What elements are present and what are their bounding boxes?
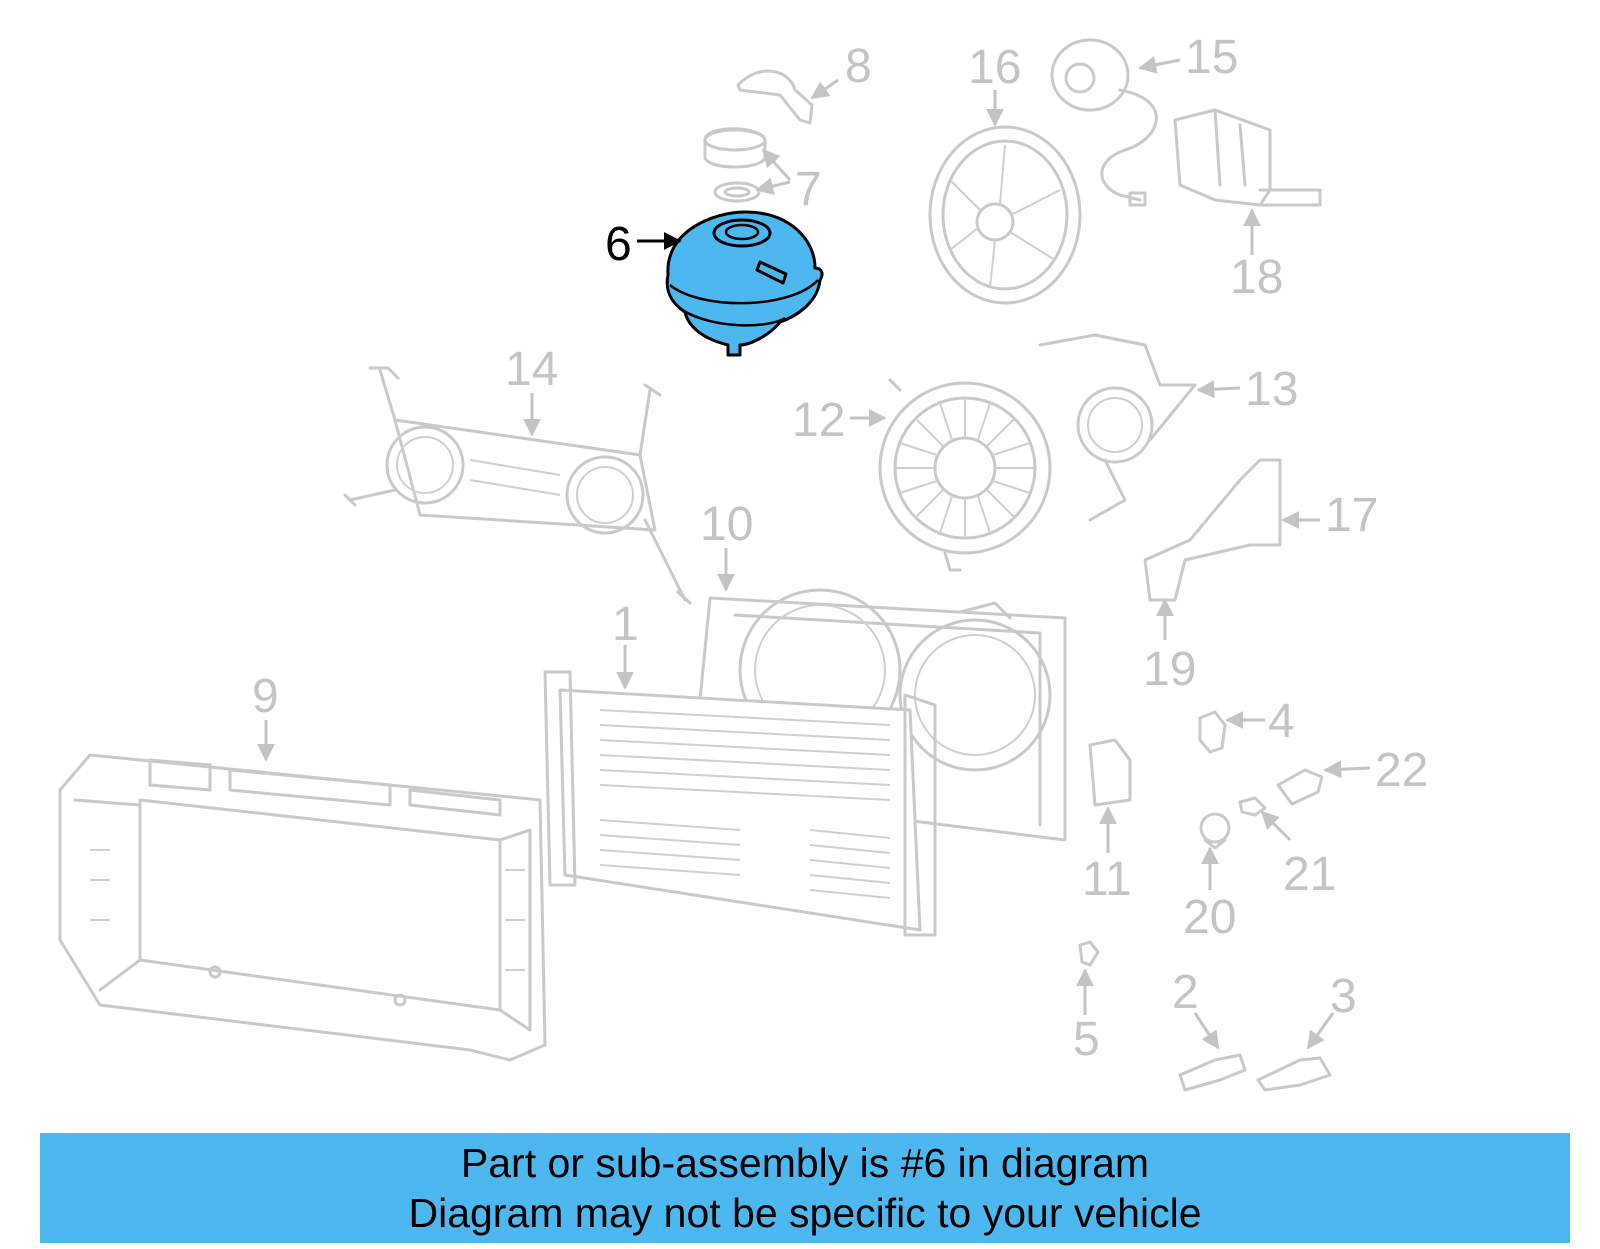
callout-3: 3 <box>1330 970 1357 1023</box>
part-16-fan <box>928 125 1082 305</box>
part-2-bracket <box>1178 1053 1247 1092</box>
callout-14: 14 <box>505 343 558 396</box>
callout-19: 19 <box>1143 643 1196 696</box>
callout-18: 18 <box>1230 251 1283 304</box>
part-11-bracket <box>1088 738 1132 807</box>
callout-9: 9 <box>252 670 279 723</box>
part-4-sensor <box>1198 710 1227 754</box>
part-7-cap-seal <box>703 127 767 203</box>
part-14-fan-bracket <box>343 366 692 605</box>
part-8-bracket <box>736 69 814 125</box>
callout-6: 6 <box>605 218 632 271</box>
callout-15: 15 <box>1185 31 1238 84</box>
callout-16: 16 <box>968 41 1021 94</box>
callout-8: 8 <box>845 40 872 93</box>
callout-21: 21 <box>1283 848 1336 901</box>
callout-2: 2 <box>1172 966 1199 1019</box>
callout-labels: 8 7 6 16 15 18 14 12 13 10 17 19 1 9 4 2… <box>252 31 1428 1066</box>
part-1-radiator <box>543 670 937 937</box>
part-6-expansion-tank <box>665 210 824 357</box>
banner-line-disclaimer: Diagram may not be specific to your vehi… <box>408 1190 1202 1236</box>
part-17-bracket <box>1143 458 1282 602</box>
parts-diagram: 8 7 6 16 15 18 14 12 13 10 17 19 1 9 4 2… <box>58 31 1428 1092</box>
part-9-front-carrier <box>58 753 547 1062</box>
info-banner: Part or sub-assembly is #6 in diagram Di… <box>40 1133 1570 1243</box>
callout-20: 20 <box>1183 891 1236 944</box>
callout-13: 13 <box>1245 363 1298 416</box>
part-15-motor <box>1050 38 1158 207</box>
callout-22: 22 <box>1375 744 1428 797</box>
callout-5: 5 <box>1073 1013 1100 1066</box>
callout-7: 7 <box>795 163 822 216</box>
part-20-switch <box>1199 812 1231 850</box>
part-5-clip <box>1078 940 1100 967</box>
banner-line-part: Part or sub-assembly is #6 in diagram <box>460 1140 1150 1186</box>
callout-17: 17 <box>1325 489 1378 542</box>
callout-10: 10 <box>700 498 753 551</box>
part-3-bracket <box>1256 1056 1332 1092</box>
callout-1: 1 <box>612 598 639 651</box>
part-18-bracket <box>1173 108 1322 207</box>
part-21-connector <box>1238 796 1267 817</box>
callout-arrows <box>257 55 1371 1050</box>
callout-11: 11 <box>1082 853 1132 906</box>
callout-12: 12 <box>792 394 845 447</box>
part-22-connector <box>1276 768 1324 806</box>
callout-4: 4 <box>1268 695 1295 748</box>
part-12-fan <box>878 378 1052 572</box>
part-13-bracket <box>1038 333 1197 522</box>
